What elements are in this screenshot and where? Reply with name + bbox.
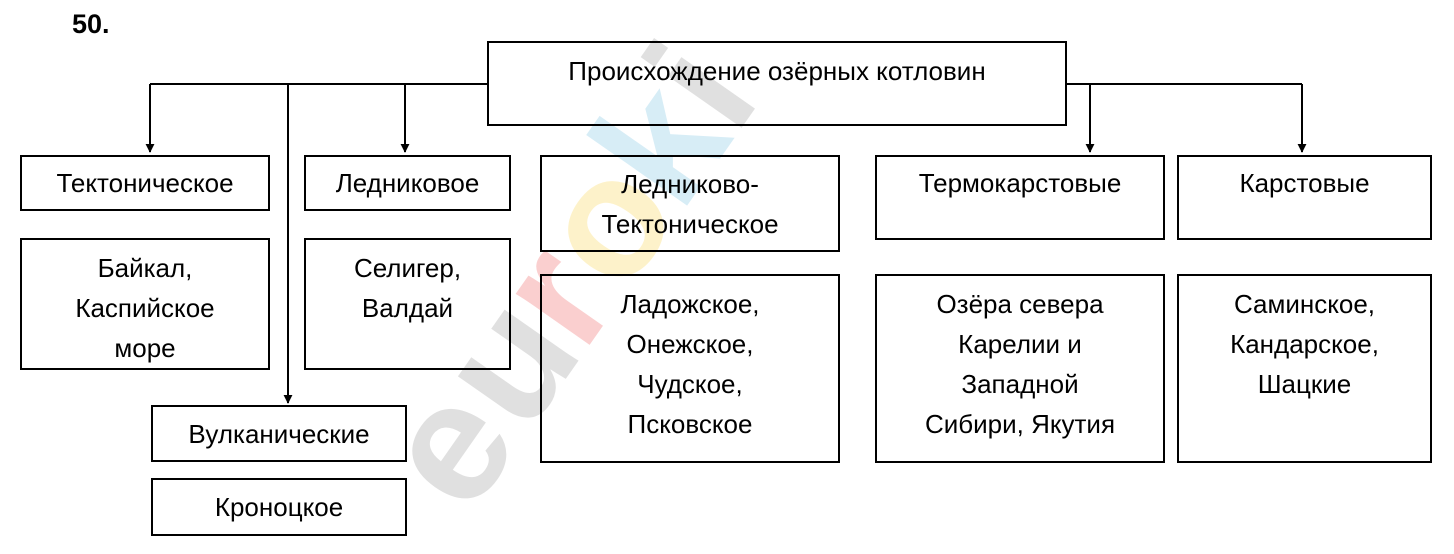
task-number: 50.	[72, 9, 110, 39]
volcanic-title-box: Вулканические	[151, 405, 407, 462]
glacial-tectonic-example: Псковское	[627, 409, 753, 439]
thermokarst-title-box: Термокарстовые	[875, 155, 1165, 240]
glacial-example: Селигер,	[353, 253, 462, 283]
glacial-tectonic-title-line: Тектоническое	[601, 208, 779, 239]
tectonic-example: Байкал,	[97, 253, 193, 283]
karst-title-box: Карстовые	[1177, 155, 1432, 240]
volcanic-example: Кроноцкое	[214, 492, 344, 522]
glacial-tectonic-examples-box: Ладожское, Онежское, Чудское, Псковское	[540, 274, 840, 463]
glacial-tectonic-title-box: Ледниково- Тектоническое	[540, 155, 840, 252]
root-node: Происхождение озёрных котловин	[487, 41, 1067, 126]
karst-example: Шацкие	[1257, 369, 1352, 399]
tectonic-example: море	[114, 333, 176, 363]
volcanic-examples-box: Кроноцкое	[151, 478, 407, 536]
tectonic-title-box: Тектоническое	[20, 155, 270, 211]
glacial-tectonic-example: Чудское,	[637, 369, 743, 399]
thermokarst-examples-box: Озёра севера Карелии и Западной Сибири, …	[875, 274, 1165, 463]
thermokarst-example: Западной	[961, 369, 1079, 399]
glacial-example: Валдай	[361, 293, 454, 323]
karst-example: Саминское,	[1233, 289, 1376, 319]
glacial-tectonic-title-line: Ледниково-	[621, 168, 759, 199]
thermokarst-example: Сибири, Якутия	[924, 409, 1116, 439]
karst-example: Кандарское,	[1230, 329, 1379, 359]
thermokarst-title: Термокарстовые	[918, 168, 1122, 198]
karst-title: Карстовые	[1239, 168, 1370, 198]
glacial-tectonic-example: Ладожское,	[620, 289, 760, 319]
karst-examples-box: Саминское, Кандарское, Шацкие	[1177, 274, 1432, 463]
glacial-title-box: Ледниковое	[304, 155, 511, 211]
thermokarst-example: Озёра севера	[936, 289, 1104, 319]
glacial-tectonic-example: Онежское,	[626, 329, 754, 359]
tectonic-example: Каспийское	[75, 293, 215, 323]
volcanic-title: Вулканические	[188, 418, 370, 449]
thermokarst-example: Карелии и	[958, 329, 1082, 359]
glacial-title: Ледниковое	[335, 168, 480, 198]
glacial-examples-box: Селигер, Валдай	[304, 238, 511, 370]
root-title: Происхождение озёрных котловин	[568, 56, 986, 86]
tectonic-title: Тектоническое	[56, 168, 234, 198]
tectonic-examples-box: Байкал, Каспийское море	[20, 238, 270, 370]
